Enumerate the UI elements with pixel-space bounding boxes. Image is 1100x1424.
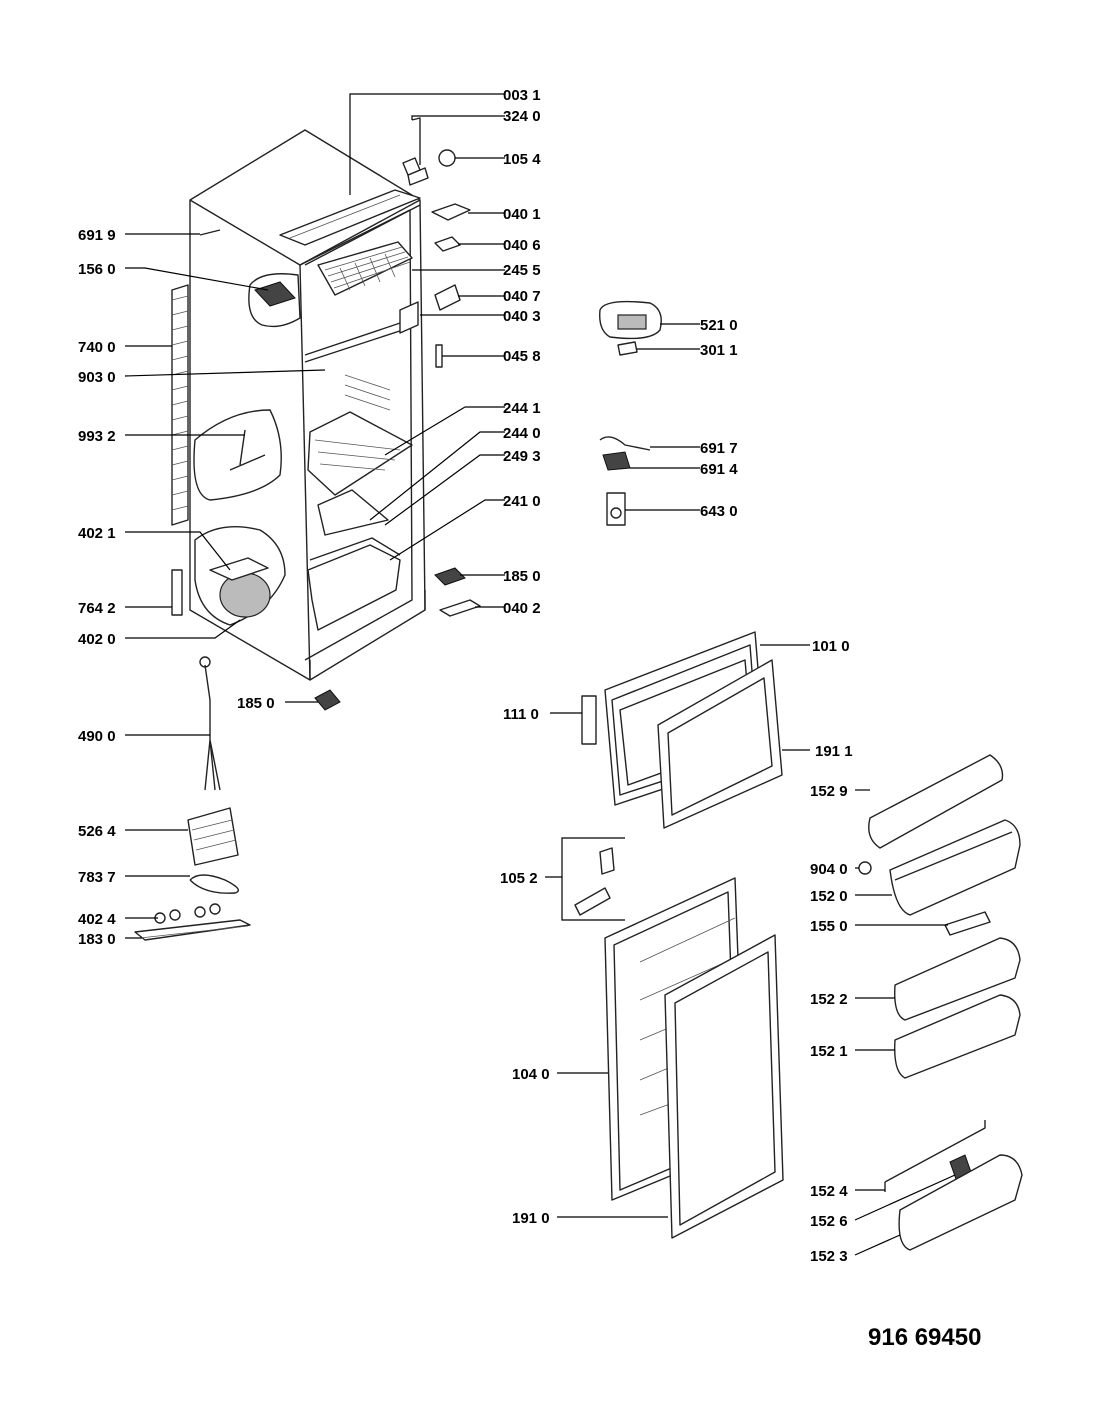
part-label: 245 5 — [503, 262, 541, 279]
part-label: 740 0 — [78, 339, 116, 356]
part-label: 764 2 — [78, 600, 116, 617]
part-label: 324 0 — [503, 108, 541, 125]
part-label: 402 4 — [78, 911, 116, 928]
part-label: 191 0 — [512, 1210, 550, 1227]
part-label: 993 2 — [78, 428, 116, 445]
part-label: 040 3 — [503, 308, 541, 325]
part-label: 526 4 — [78, 823, 116, 840]
part-label: 105 4 — [503, 151, 541, 168]
part-label: 111 0 — [503, 706, 539, 723]
part-label: 249 3 — [503, 448, 541, 465]
part-label: 691 4 — [700, 461, 738, 478]
left-side-parts — [134, 229, 341, 941]
part-label: 155 0 — [810, 918, 848, 935]
fridge-door — [561, 837, 784, 1239]
part-label: 040 7 — [503, 288, 541, 305]
part-label: 301 1 — [700, 342, 738, 359]
part-label: 152 6 — [810, 1213, 848, 1230]
controls-parts — [599, 300, 662, 526]
fridge-cabinet — [189, 129, 429, 681]
part-label: 244 1 — [503, 400, 541, 417]
thermostat-callout — [193, 409, 282, 501]
part-label: 903 0 — [78, 369, 116, 386]
part-label: 490 0 — [78, 728, 116, 745]
part-label: 643 0 — [700, 503, 738, 520]
part-label: 152 0 — [810, 888, 848, 905]
cabinet-right-parts — [402, 117, 481, 617]
part-label: 691 7 — [700, 440, 738, 457]
freezer-door — [581, 631, 783, 829]
part-label: 904 0 — [810, 861, 848, 878]
part-label: 402 0 — [78, 631, 116, 648]
door-bins — [858, 754, 1023, 1251]
part-label: 244 0 — [503, 425, 541, 442]
leader-lines — [124, 93, 956, 1256]
part-label: 152 2 — [810, 991, 848, 1008]
part-label: 105 2 — [500, 870, 538, 887]
part-label: 191 1 — [815, 743, 853, 760]
part-label: 152 1 — [810, 1043, 848, 1060]
part-label: 104 0 — [512, 1066, 550, 1083]
ice-tray-callout — [248, 273, 301, 328]
part-label: 045 8 — [503, 348, 541, 365]
part-label: 040 1 — [503, 206, 541, 223]
part-label: 152 9 — [810, 783, 848, 800]
model-number: 916 69450 — [868, 1324, 981, 1351]
part-label: 003 1 — [503, 87, 541, 104]
part-label: 521 0 — [700, 317, 738, 334]
part-label: 691 9 — [78, 227, 116, 244]
part-label: 402 1 — [78, 525, 116, 542]
part-label: 152 4 — [810, 1183, 848, 1200]
part-label: 156 0 — [78, 261, 116, 278]
part-label: 152 3 — [810, 1248, 848, 1265]
part-label: 241 0 — [503, 493, 541, 510]
part-label: 783 7 — [78, 869, 116, 886]
part-label: 040 6 — [503, 237, 541, 254]
part-label: 040 2 — [503, 600, 541, 617]
part-label: 185 0 — [503, 568, 541, 585]
part-label: 185 0 — [237, 695, 275, 712]
part-number-labels: 003 1 324 0 105 4 040 1 691 9 040 6 156 … — [78, 87, 853, 1265]
part-label: 101 0 — [812, 638, 850, 655]
part-label: 183 0 — [78, 931, 116, 948]
